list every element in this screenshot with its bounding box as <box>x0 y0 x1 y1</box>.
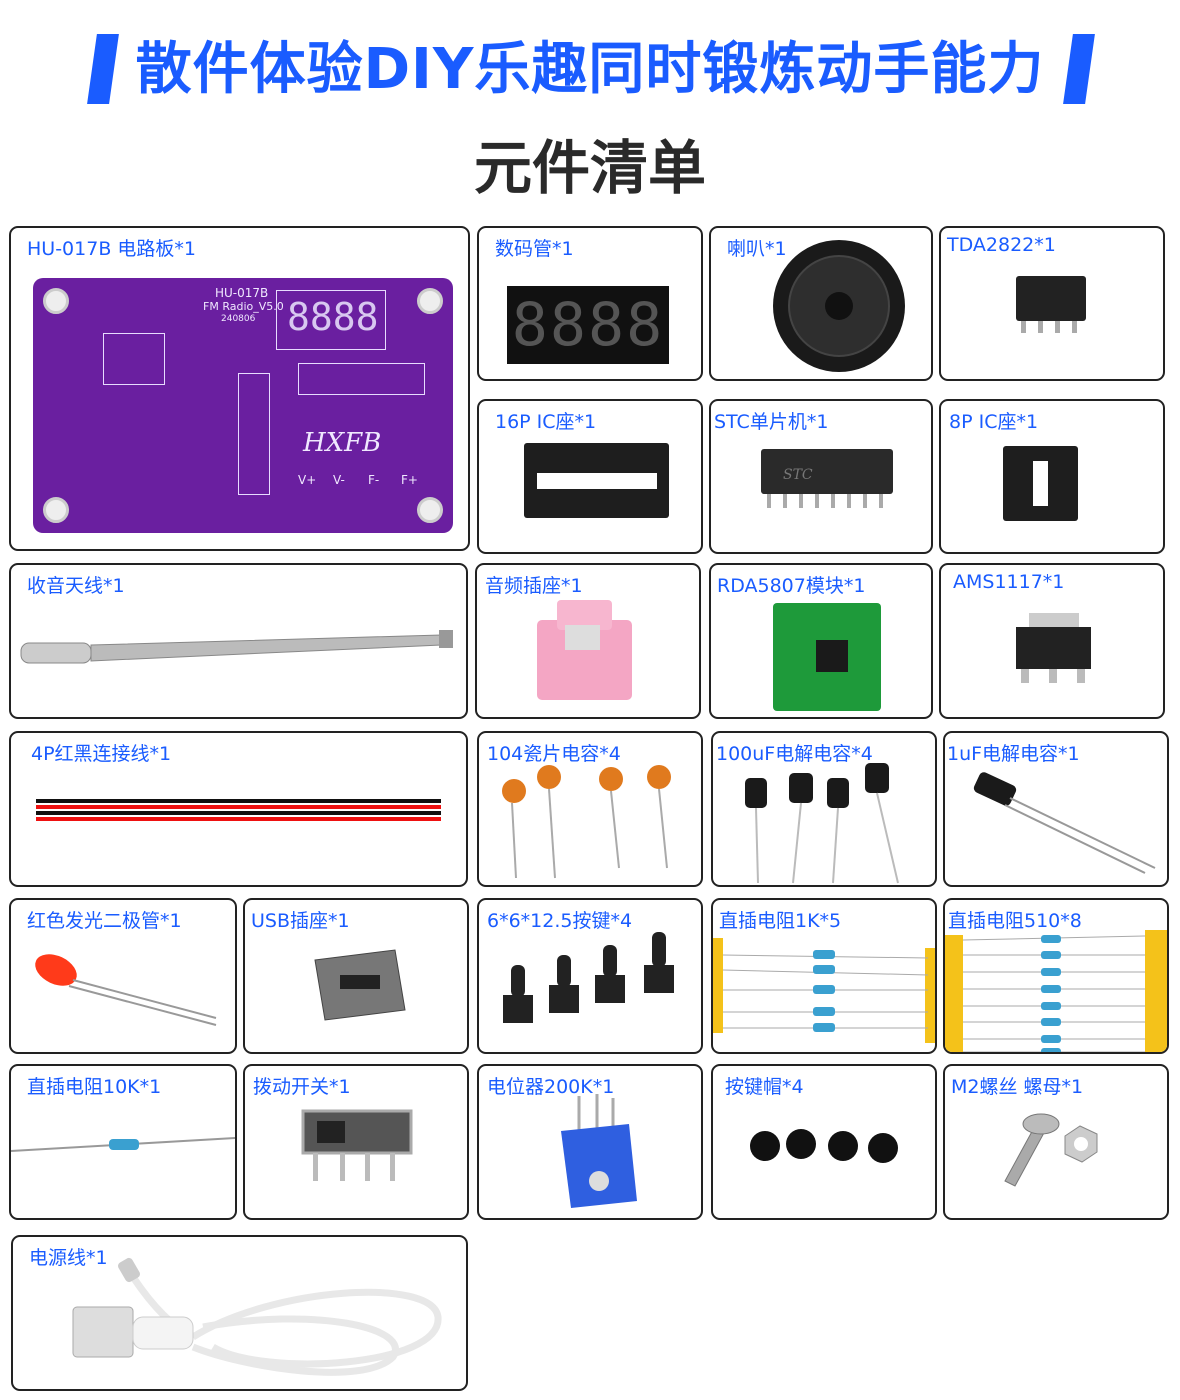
item-label: 电源线*1 <box>29 1247 108 1269</box>
item-label: 8P IC座*1 <box>949 411 1039 433</box>
tact-switch-image <box>503 932 674 1023</box>
ic-socket-16p-image <box>524 443 669 518</box>
item-resistor-10k: 直插电阻10K*1 <box>9 1064 237 1220</box>
slide-switch-image <box>301 1109 413 1181</box>
potentiometer-image <box>561 1094 637 1208</box>
button-cap-image <box>750 1129 898 1163</box>
item-label: 直插电阻10K*1 <box>27 1076 162 1098</box>
item-label: 音频插座*1 <box>485 575 583 597</box>
resistor-image <box>11 1137 235 1152</box>
item-screw-nut: M2螺丝 螺母*1 <box>943 1064 1169 1220</box>
item-8p-socket: 8P IC座*1 <box>939 399 1165 554</box>
item-button-caps: 按键帽*4 <box>711 1064 937 1220</box>
item-label: 1uF电解电容*1 <box>947 743 1080 765</box>
pcb-model: HU-017B <box>215 286 269 300</box>
resistor-tape-image <box>713 938 935 1043</box>
item-label: M2螺丝 螺母*1 <box>951 1076 1084 1098</box>
item-label: 收音天线*1 <box>27 575 125 597</box>
electrolytic-capacitor-small-image <box>973 772 1156 874</box>
audio-jack-image <box>537 600 632 700</box>
ceramic-capacitor-image <box>502 765 671 879</box>
item-label: 数码管*1 <box>495 238 574 260</box>
item-label: 红色发光二极管*1 <box>27 910 182 932</box>
electrolytic-capacitor-image <box>745 763 899 884</box>
digit-display-image: 8888 <box>507 286 669 364</box>
item-tda2822: TDA2822*1 <box>939 226 1165 381</box>
item-potentiometer: 电位器200K*1 <box>477 1064 703 1220</box>
item-16p-socket: 16P IC座*1 <box>477 399 703 554</box>
item-tact-switch: 6*6*12.5按键*4 <box>477 898 703 1054</box>
item-1uf-cap: 1uF电解电容*1 <box>943 731 1169 887</box>
item-label: AMS1117*1 <box>953 571 1065 593</box>
screw-nut-image <box>1004 1113 1098 1187</box>
item-ams1117: AMS1117*1 <box>939 563 1165 719</box>
item-label: 104瓷片电容*4 <box>487 743 621 765</box>
item-label: 6*6*12.5按键*4 <box>487 910 633 932</box>
item-label: 16P IC座*1 <box>495 411 597 433</box>
item-label: 拨动开关*1 <box>253 1076 351 1098</box>
red-black-wire-image <box>36 799 441 821</box>
rda5807-module-image <box>773 603 881 711</box>
dip8-chip-image <box>1016 276 1086 333</box>
item-ceramic-cap: 104瓷片电容*4 <box>477 731 703 887</box>
resistor-tape-image <box>945 930 1167 1052</box>
item-label: 按键帽*4 <box>725 1076 804 1098</box>
item-resistor-510: 直插电阻510*8 <box>943 898 1169 1054</box>
usb-cable-image <box>72 1257 442 1376</box>
item-digit-display: 数码管*1 8888 <box>477 226 703 381</box>
ams1117-regulator-image <box>1016 613 1091 683</box>
speaker-image <box>773 240 905 372</box>
item-label: 直插电阻510*8 <box>948 910 1082 932</box>
pcb-button-label: F- <box>368 473 380 487</box>
pcb-button-label: V- <box>333 473 345 487</box>
pcb-button-label: F+ <box>401 473 418 487</box>
item-label: 喇叭*1 <box>727 238 787 260</box>
item-audio-jack: 音频插座*1 <box>475 563 701 719</box>
item-label: 直插电阻1K*5 <box>719 910 842 932</box>
usb-socket-image <box>314 949 406 1021</box>
page-title: 散件体验DIY乐趣同时锻炼动手能力 <box>135 37 1045 102</box>
item-usb-socket: USB插座*1 <box>243 898 469 1054</box>
item-power-cable: 电源线*1 <box>11 1235 468 1391</box>
red-led-image <box>35 954 217 1026</box>
pcb-display-outline: 8888 <box>287 295 379 339</box>
item-resistor-1k: 直插电阻1K*5 <box>711 898 937 1054</box>
item-label: 100uF电解电容*4 <box>716 743 873 765</box>
item-label: 电位器200K*1 <box>487 1076 615 1098</box>
pcb-logo: HXFB <box>303 428 382 458</box>
item-label: STC单片机*1 <box>714 411 829 433</box>
pcb-name: FM Radio_V5.0 <box>203 300 284 313</box>
item-rda5807: RDA5807模块*1 <box>709 563 933 719</box>
antenna-image <box>20 630 453 664</box>
pcb-button-label: V+ <box>298 473 317 487</box>
item-antenna: 收音天线*1 <box>9 563 468 719</box>
item-label: HU-017B 电路板*1 <box>27 238 196 260</box>
item-label: USB插座*1 <box>251 910 350 932</box>
item-4p-wire: 4P红黑连接线*1 <box>9 731 468 887</box>
ic-socket-8p-image <box>1003 446 1078 521</box>
item-speaker: 喇叭*1 <box>709 226 933 381</box>
pcb-board-image: HU-017B FM Radio_V5.0 240806 8888 HXFB V… <box>33 278 453 533</box>
item-label: RDA5807模块*1 <box>717 575 866 597</box>
item-label: 4P红黑连接线*1 <box>31 743 172 765</box>
item-pcb: HU-017B 电路板*1 HU-017B FM Radio_V5.0 2408… <box>9 226 470 551</box>
page-subtitle: 元件清单 <box>473 134 706 202</box>
item-stc-mcu: STC单片机*1 STC <box>709 399 933 554</box>
item-slide-switch: 拨动开关*1 <box>243 1064 469 1220</box>
item-label: TDA2822*1 <box>947 234 1056 256</box>
pcb-date: 240806 <box>221 314 256 324</box>
item-red-led: 红色发光二极管*1 <box>9 898 237 1054</box>
dip16-chip-image: STC <box>761 449 893 508</box>
item-100uf-cap: 100uF电解电容*4 <box>711 731 937 887</box>
svg-text:STC: STC <box>783 467 813 483</box>
